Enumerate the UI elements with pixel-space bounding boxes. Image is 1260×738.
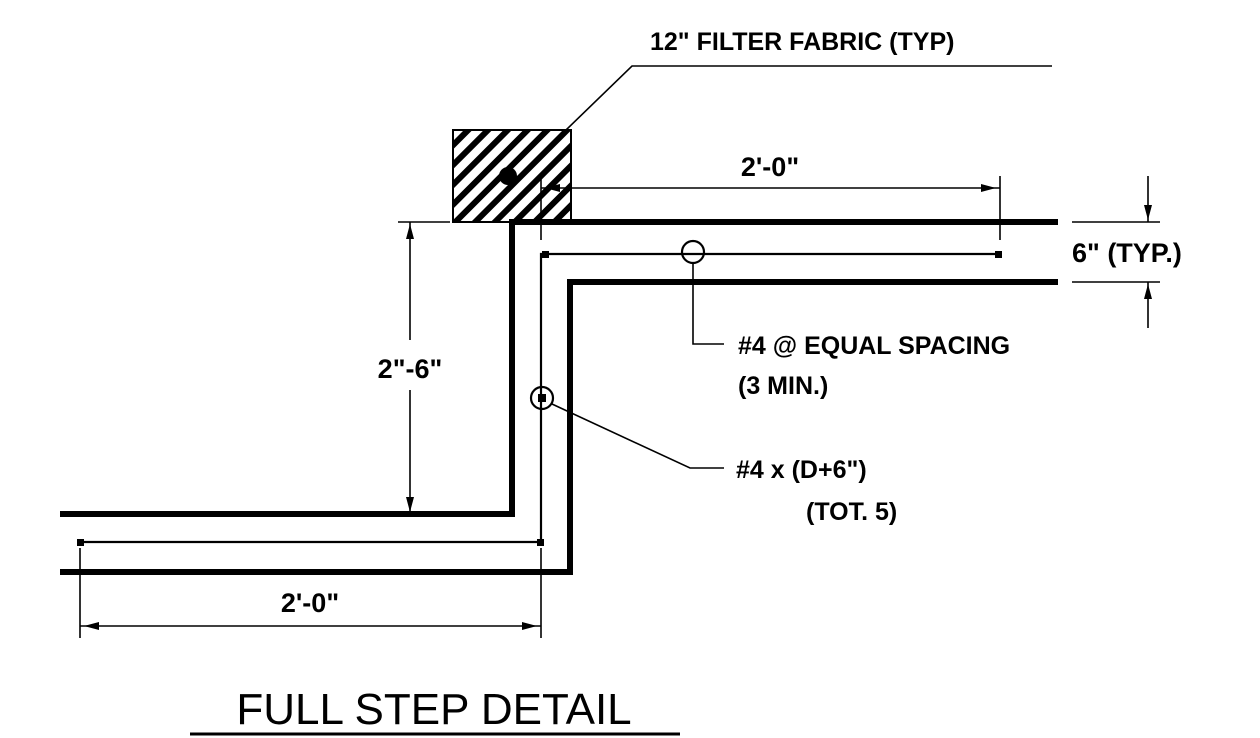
rebar-end-corner-high [542,251,549,258]
label-bottom-width: 2'-0" [281,588,339,618]
leader-rebar-length [551,403,724,469]
dim-riser-arrow-bottom [406,497,414,512]
dim-bottom-arrow-right [522,622,537,630]
label-rebar-spacing-1: #4 @ EQUAL SPACING [738,332,1010,360]
label-rebar-length-1: #4 x (D+6") [736,456,867,484]
step-lower-outline [60,279,1058,575]
leader-filter-fabric [565,65,1052,131]
rebar-end-corner-low [537,539,544,546]
label-top-width: 2'-0" [741,152,799,182]
dim-riser-arrow-top [406,224,414,239]
label-filter-fabric: 12" FILTER FABRIC (TYP) [650,28,954,56]
rebar-end-left [77,539,84,546]
rebar-section-riser-dot [538,394,546,402]
label-rebar-spacing-2: (3 MIN.) [738,372,828,400]
label-riser-height: 2"-6" [378,354,443,384]
rebar-end-right [995,251,1002,258]
drawing-title: FULL STEP DETAIL [236,685,631,734]
label-thickness: 6" (TYP.) [1072,238,1182,268]
dim-top-arrow-left [545,184,560,192]
dim-top-arrow-right [981,184,996,192]
dim-thk-arrow-top [1144,205,1152,220]
label-rebar-length-2: (TOT. 5) [806,498,897,526]
dim-bottom-arrow-left [84,622,99,630]
leader-rebar-spacing [692,263,724,345]
fabric-drain-dot [499,167,517,185]
rebar-section-riser [529,385,555,411]
dim-thk-arrow-bottom [1144,284,1152,299]
rebar-section-top [680,239,706,265]
step-upper-outline [60,219,1058,517]
